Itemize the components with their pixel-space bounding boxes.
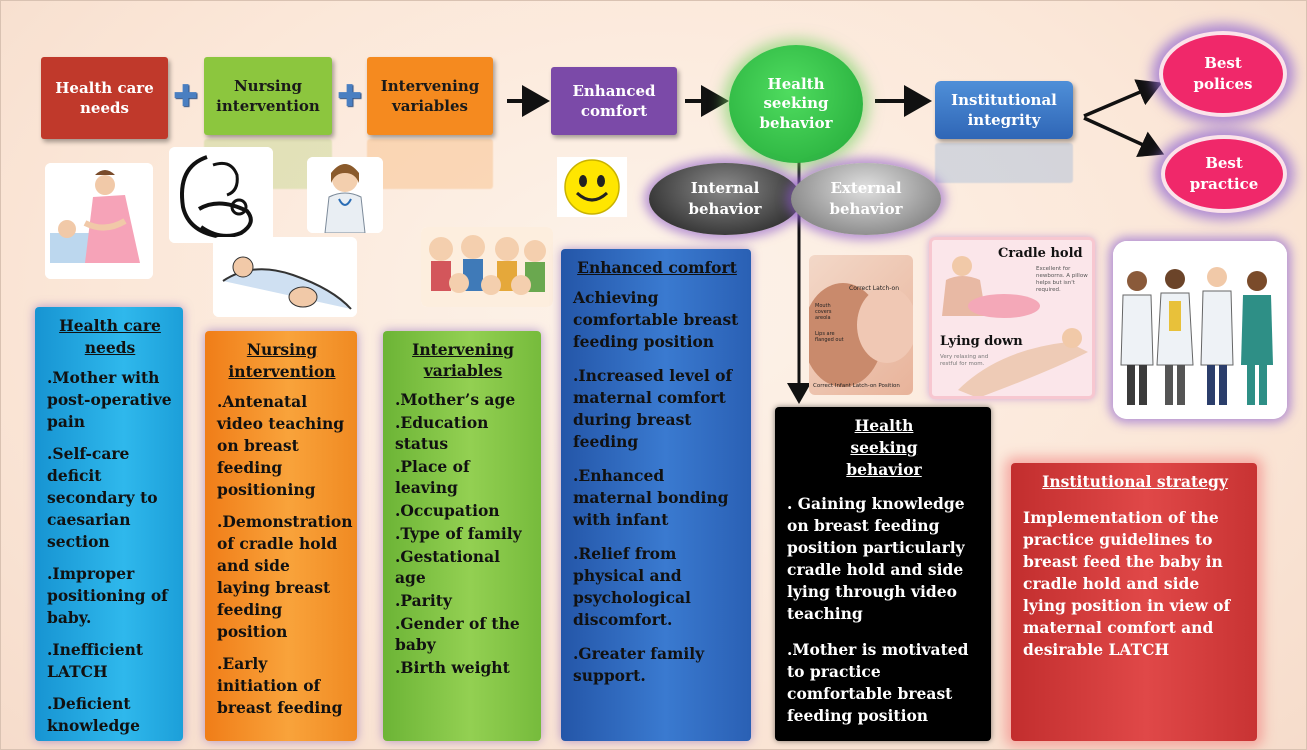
panel-intervening-variables-heading: Intervening variables bbox=[412, 340, 514, 380]
arrow-to-best-polices bbox=[1083, 79, 1163, 118]
panel-health-seeking-behavior: Health seeking behavior . Gaining knowle… bbox=[775, 407, 991, 741]
list-item: .Birth weight bbox=[395, 658, 510, 677]
oval-external-behavior: External behavior bbox=[791, 163, 941, 235]
smiley-icon bbox=[557, 157, 627, 217]
list-item: .Early initiation of breast feeding bbox=[217, 654, 343, 717]
latch-on-photo: Correct Latch-on Mouth covers areola Lip… bbox=[809, 255, 913, 395]
list-item: .Place of leaving bbox=[395, 457, 470, 497]
doctor-illustration bbox=[307, 157, 383, 233]
circle-health-seeking-behavior: Health seeking behavior bbox=[729, 45, 863, 163]
panel-enhanced-comfort: Enhanced comfort Achieving comfortable b… bbox=[561, 249, 751, 741]
family-illustration bbox=[421, 227, 553, 307]
oval-best-practice: Best practice bbox=[1161, 135, 1287, 213]
list-item: .Gestational age bbox=[395, 547, 501, 587]
circle-health-seeking-behavior-label: Health seeking behavior bbox=[759, 74, 833, 132]
latch-on-drawing bbox=[809, 283, 913, 387]
cradle-hold-note: Excellent for newborns. A pillow helps b… bbox=[1036, 266, 1088, 293]
list-item: .Parity bbox=[395, 591, 452, 610]
plus-icon: ✚ bbox=[337, 79, 363, 114]
list-item: .Greater family support. bbox=[573, 644, 705, 685]
box-health-care-needs-label: Health care needs bbox=[55, 78, 154, 117]
oval-best-practice-label: Best practice bbox=[1189, 154, 1259, 193]
panel-institutional-strategy-heading: Institutional strategy bbox=[1042, 472, 1228, 491]
list-item: .Deficient knowledge bbox=[47, 694, 140, 735]
box-intervening-variables: Intervening variables bbox=[367, 57, 493, 135]
arrow-to-best-practice bbox=[1083, 116, 1165, 158]
positions-drawing bbox=[942, 256, 1088, 396]
latch-label-mouth: Mouth covers areola bbox=[815, 303, 832, 321]
reflection-intervening bbox=[367, 139, 493, 189]
latch-caption: Correct Infant Latch-on Position bbox=[813, 383, 900, 389]
list-item: .Increased level of maternal comfort dur… bbox=[573, 366, 733, 451]
panel-health-care-needs: Health care needs .Mother with post-oper… bbox=[35, 307, 183, 741]
oval-best-polices-label: Best polices bbox=[1193, 54, 1253, 93]
mother-baby-illustration bbox=[169, 147, 273, 243]
lying-down-note: Very relaxing and restful for mom. bbox=[940, 354, 989, 367]
list-item: .Enhanced maternal bonding with infant bbox=[573, 466, 729, 529]
list-item: .Demonstration of cradle hold and side l… bbox=[217, 512, 353, 641]
list-item: .Mother’s age bbox=[395, 390, 516, 409]
cradle-hold-label: Cradle hold bbox=[998, 246, 1083, 261]
list-item: .Occupation bbox=[395, 501, 500, 520]
list-item: .Inefficient LATCH bbox=[47, 640, 144, 681]
nurse-patient-illustration bbox=[45, 163, 153, 279]
box-enhanced-comfort: Enhanced comfort bbox=[551, 67, 677, 135]
panel-enhanced-comfort-heading: Enhanced comfort bbox=[577, 258, 737, 277]
list-item: .Mother with post-operative pain bbox=[47, 368, 172, 431]
oval-external-behavior-label: External behavior bbox=[829, 179, 903, 218]
list-item: .Relief from physical and psychological … bbox=[573, 544, 691, 629]
box-nursing-intervention: Nursing intervention bbox=[204, 57, 332, 135]
panel-nursing-intervention: Nursing intervention .Antenatal video te… bbox=[205, 331, 357, 741]
box-enhanced-comfort-label: Enhanced comfort bbox=[572, 81, 656, 120]
panel-health-care-needs-heading: Health care needs bbox=[59, 316, 161, 357]
box-health-care-needs: Health care needs bbox=[41, 57, 168, 139]
oval-internal-behavior: Internal behavior bbox=[649, 163, 801, 235]
list-item: .Education status bbox=[395, 413, 489, 453]
oval-internal-behavior-label: Internal behavior bbox=[688, 179, 762, 218]
lying-down-label: Lying down bbox=[940, 334, 1023, 349]
latch-label-lips: Lips are flanged out bbox=[815, 331, 844, 343]
box-intervening-variables-label: Intervening variables bbox=[380, 76, 480, 115]
list-item: .Self-care deficit secondary to caesaria… bbox=[47, 444, 158, 551]
panel-health-seeking-behavior-heading: Health seeking behavior bbox=[846, 416, 922, 479]
list-item: Implementation of the practice guideline… bbox=[1023, 508, 1231, 659]
box-institutional-integrity: Institutional integrity bbox=[935, 81, 1073, 139]
breastfeeding-positions-card: Cradle hold Excellent for newborns. A pi… bbox=[929, 237, 1095, 399]
panel-nursing-intervention-heading: Nursing intervention bbox=[228, 340, 336, 381]
panel-intervening-variables: Intervening variables .Mother’s age .Edu… bbox=[383, 331, 541, 741]
oval-best-polices: Best polices bbox=[1159, 31, 1287, 117]
latch-label-correct: Correct Latch-on bbox=[849, 285, 900, 292]
reflection-institutional bbox=[935, 143, 1073, 183]
box-nursing-intervention-label: Nursing intervention bbox=[216, 76, 320, 115]
lying-mother-illustration bbox=[213, 237, 357, 317]
list-item: .Mother is motivated to practice comfort… bbox=[787, 640, 969, 725]
list-item: .Gender of the baby bbox=[395, 614, 520, 654]
box-institutional-integrity-label: Institutional integrity bbox=[951, 90, 1057, 129]
list-item: .Antenatal video teaching on breast feed… bbox=[217, 392, 345, 499]
list-item: .Type of family bbox=[395, 524, 522, 543]
panel-institutional-strategy: Institutional strategy Implementation of… bbox=[1011, 463, 1257, 741]
list-item: Achieving comfortable breast feeding pos… bbox=[573, 288, 739, 351]
medical-staff-illustration bbox=[1113, 241, 1287, 419]
list-item: .Improper positioning of baby. bbox=[47, 564, 168, 627]
plus-icon: ✚ bbox=[173, 79, 199, 114]
list-item: . Gaining knowledge on breast feeding po… bbox=[787, 494, 965, 623]
